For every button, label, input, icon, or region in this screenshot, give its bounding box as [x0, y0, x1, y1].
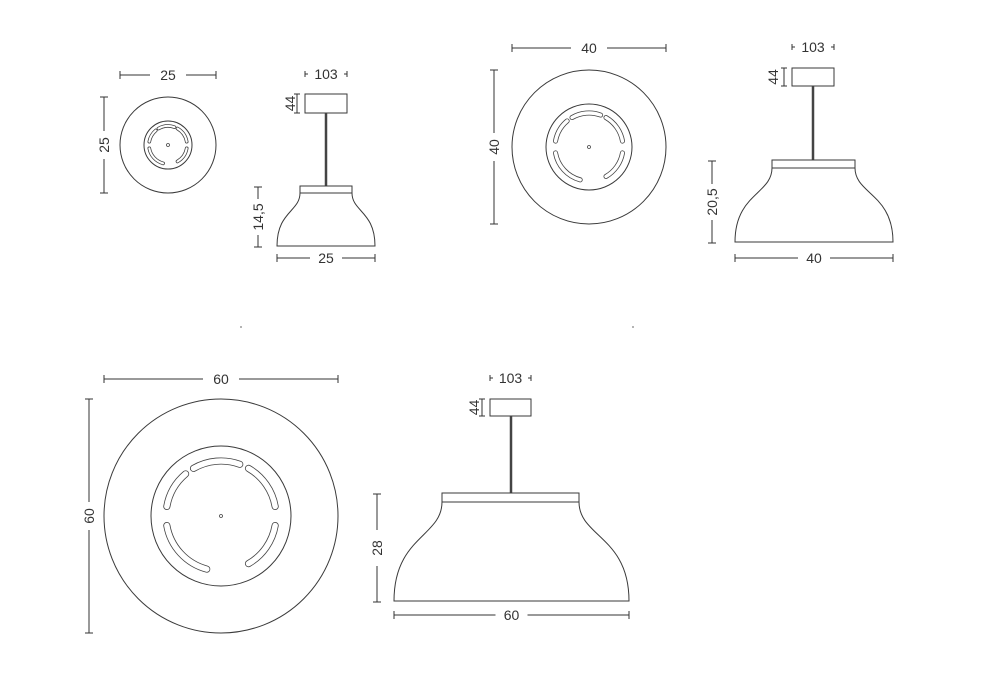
- lamp-60-group: 60 60 103 44 28 60: [81, 370, 630, 634]
- inner-disc-circle: [143, 120, 193, 170]
- vent-slot-inner: [190, 458, 243, 472]
- top-view: 25 25: [96, 67, 217, 194]
- vent-slot-inner: [570, 111, 603, 120]
- canopy-width-label: 103: [499, 370, 523, 386]
- vent-slot-inner: [553, 119, 569, 143]
- vent-slot-inner: [164, 522, 210, 572]
- side-view: 103 44 14,5 25: [250, 66, 376, 266]
- center-point: [166, 143, 170, 147]
- shade-width-dimension-label: 40: [806, 250, 822, 266]
- shade-height-dimension-label: 28: [369, 540, 385, 556]
- shade-top-band: [771, 159, 856, 169]
- vent-slot-inner: [245, 465, 278, 510]
- shade-outline-circle: [511, 69, 667, 225]
- vent-slot-inner: [176, 147, 188, 163]
- top-width-dimension-label: 25: [160, 67, 176, 83]
- top-width-dimension-label: 40: [581, 40, 597, 56]
- vent-slot-inner: [604, 151, 625, 179]
- canopy-width-label: 103: [801, 39, 825, 55]
- top-depth-dimension-label: 60: [81, 508, 97, 524]
- canopy-height-label: 44: [466, 400, 482, 416]
- shade-width-dimension-label: 60: [504, 607, 520, 623]
- center-point: [587, 145, 591, 149]
- center-point: [219, 514, 223, 518]
- shade-height-dimension-label: 20,5: [704, 188, 720, 215]
- vent-slot-inner: [553, 151, 582, 182]
- top-view: 40 40: [486, 40, 667, 225]
- vent-slot-inner: [245, 522, 278, 567]
- vent-slot-inner: [164, 471, 189, 510]
- inner-disc-circle: [545, 103, 633, 191]
- shade-outline-circle: [103, 398, 339, 634]
- shade-top-band: [299, 185, 353, 194]
- vent-slot-inner: [157, 125, 176, 130]
- ceiling-canopy: [791, 67, 835, 87]
- lamp-25-group: 25 25 103 44 14,5 25: [96, 66, 376, 266]
- side-view: 103 44 20,5 40: [704, 39, 894, 266]
- shade-top-band: [441, 492, 580, 503]
- top-width-dimension-label: 60: [213, 371, 229, 387]
- canopy-height-label: 44: [765, 69, 781, 85]
- shade-width-dimension-label: 25: [318, 250, 334, 266]
- shade-outline-circle: [119, 96, 217, 194]
- ceiling-canopy: [304, 93, 348, 114]
- vent-slot-inner: [604, 115, 625, 143]
- side-view: 103 44 28 60: [369, 370, 630, 623]
- lamp-40-group: 40 40 103 44 20,5 40: [486, 39, 894, 266]
- ceiling-canopy: [489, 398, 532, 417]
- vent-slot-inner: [176, 127, 188, 143]
- inner-disc-circle: [150, 445, 292, 587]
- top-depth-dimension-label: 40: [486, 139, 502, 155]
- shade-height-dimension-label: 14,5: [250, 203, 266, 230]
- vent-slot-inner: [148, 147, 165, 165]
- shade-body: [276, 192, 376, 247]
- shade-body: [393, 501, 630, 602]
- canopy-width-label: 103: [314, 66, 338, 82]
- canopy-height-label: 44: [282, 96, 298, 112]
- vent-slot-inner: [148, 129, 157, 143]
- top-view: 60 60: [81, 371, 339, 634]
- shade-body: [734, 167, 894, 243]
- top-depth-dimension-label: 25: [96, 137, 112, 153]
